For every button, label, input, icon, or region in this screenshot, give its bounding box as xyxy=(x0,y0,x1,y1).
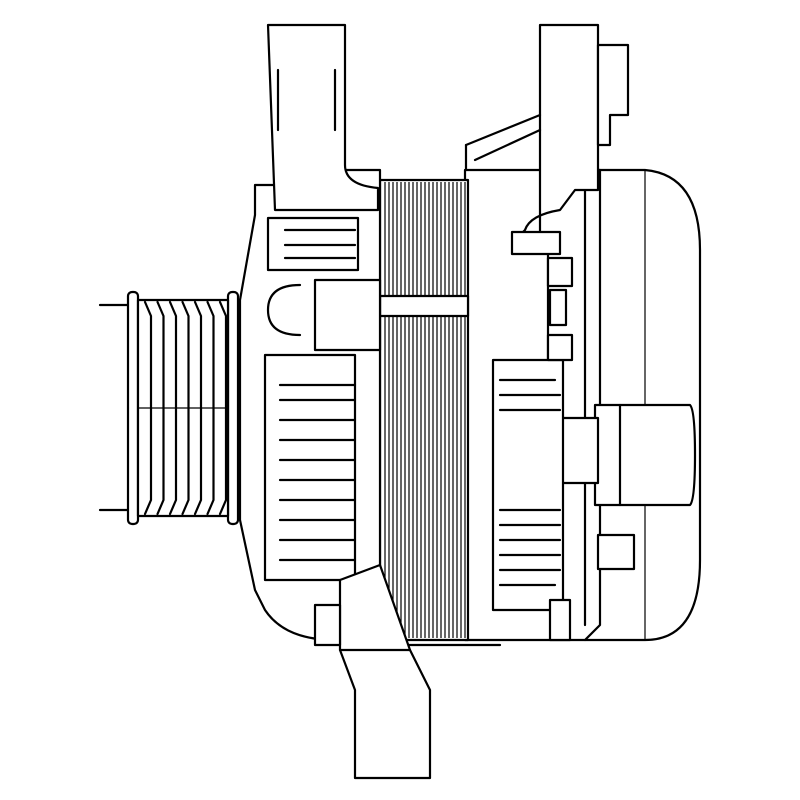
front-mount-ear-bottom xyxy=(313,563,432,780)
regulator-connector xyxy=(546,403,697,571)
front-mount-ear-top xyxy=(266,23,380,212)
front-housing xyxy=(238,168,382,642)
front-cooling-fins xyxy=(278,383,357,562)
pulley xyxy=(98,290,240,526)
stator-core xyxy=(378,178,502,647)
rear-cooling-fins xyxy=(491,230,574,642)
